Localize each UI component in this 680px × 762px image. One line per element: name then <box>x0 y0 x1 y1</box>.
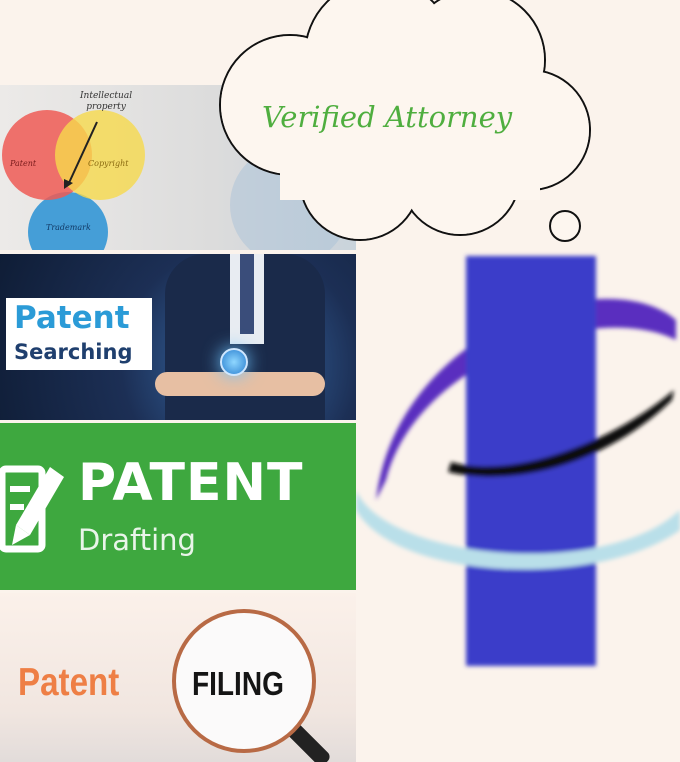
drafting-line1: PATENT <box>78 453 304 513</box>
trademark-circle <box>28 192 108 250</box>
venn-title: Intellectual property <box>80 91 132 113</box>
logo-mark <box>356 240 680 680</box>
drafting-line2: Drafting <box>78 523 196 557</box>
searching-line2: Searching <box>14 340 132 364</box>
filing-word2: FILING <box>192 665 284 703</box>
magnifying-glass-icon <box>220 348 248 376</box>
copyright-circle <box>55 110 145 200</box>
filing-word1: Patent <box>18 661 119 705</box>
small-bubble <box>550 211 580 241</box>
patent-drafting-panel: PATENT Drafting <box>0 423 356 590</box>
searching-line1: Patent <box>14 300 130 336</box>
verified-attorney-text: Verified Attorney <box>262 100 512 134</box>
patent-searching-panel: Patent Searching <box>0 254 356 420</box>
venn-title-line2: property <box>80 102 132 113</box>
patent-filing-panel: Patent FILING <box>0 593 356 762</box>
hands <box>155 372 325 396</box>
trademark-label: Trademark <box>46 223 91 232</box>
patent-label: Patent <box>10 159 36 168</box>
searching-label-box: Patent Searching <box>6 298 152 370</box>
edit-document-icon <box>0 463 70 553</box>
copyright-label: Copyright <box>88 159 128 168</box>
logo-blue-bar <box>466 256 596 666</box>
venn-title-line1: Intellectual <box>80 91 132 102</box>
